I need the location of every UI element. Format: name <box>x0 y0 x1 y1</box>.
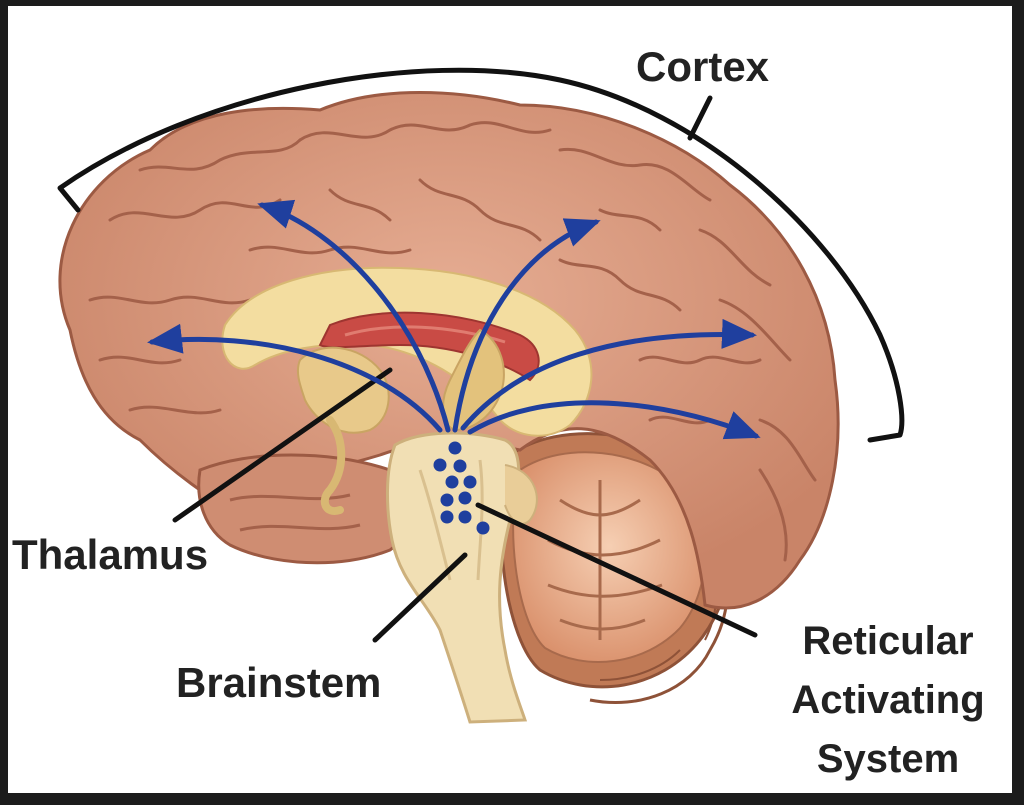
thalamus-label: Thalamus <box>12 531 209 578</box>
brain-illustration <box>57 67 905 724</box>
cortex-label: Cortex <box>636 43 770 90</box>
ras-label-line-3: System <box>816 736 960 781</box>
brainstem-label: Brainstem <box>176 659 382 706</box>
ras-nuclei-dots <box>433 441 490 535</box>
arrow-to-occipital <box>467 400 761 440</box>
ras-label-line-2: Activating <box>791 677 985 722</box>
cortex-bracket <box>57 67 905 443</box>
thalamus-leader-line <box>172 367 393 523</box>
brainstem-leader-line <box>372 552 468 643</box>
ras-leader-line <box>475 502 758 638</box>
projection-arrows <box>147 199 761 440</box>
ras-label-line-1: Reticular <box>802 619 974 663</box>
cerebellum <box>499 432 734 705</box>
diagram-canvas: Cortex Thalamus Brainstem Reticular Acti… <box>8 6 1012 793</box>
cortex-leader-line <box>687 95 713 141</box>
ras-label: Reticular Activating System <box>768 612 1008 788</box>
arrow-to-parietal <box>460 318 757 431</box>
arrow-to-upper-back <box>452 218 601 433</box>
arrow-to-frontal <box>147 323 443 433</box>
brainstem <box>386 431 538 724</box>
arrow-to-upper-front <box>257 199 451 433</box>
